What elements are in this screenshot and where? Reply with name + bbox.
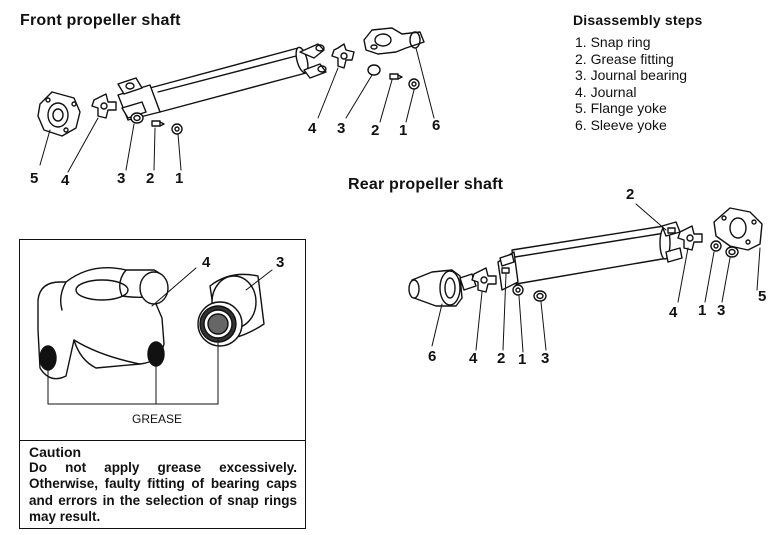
front-journal-right — [331, 43, 355, 69]
step-item: 6. Sleeve yoke — [575, 116, 667, 133]
rear-propeller-shaft-title: Rear propeller shaft — [348, 176, 504, 193]
rear-callout-grease-fitting-front: 2 — [497, 350, 506, 367]
front-callout-journal-bearing-right: 3 — [337, 120, 346, 137]
rear-leader-lines — [431, 203, 761, 353]
front-callout-sleeve-yoke: 6 — [432, 117, 441, 134]
rear-journal-front — [471, 267, 497, 293]
rear-shaft-yokes — [497, 221, 683, 291]
caution-text: Do not apply grease excessively. Otherwi… — [29, 460, 297, 525]
rear-bearing-cap-front — [533, 290, 547, 302]
rear-sleeve-yoke — [408, 269, 477, 307]
detail-callout-journal: 4 — [202, 254, 211, 271]
caution-title: Caution — [29, 444, 82, 460]
rear-snap-ring-front — [512, 284, 524, 296]
front-journal-left — [91, 93, 117, 119]
front-grease-fitting-left — [151, 120, 165, 127]
front-sleeve-yoke — [363, 27, 425, 55]
step-item: 2. Grease fitting — [575, 50, 674, 67]
front-shaft-tube — [149, 46, 309, 113]
front-callout-flange-yoke: 5 — [30, 170, 39, 187]
journal-detail-drawing — [37, 267, 169, 380]
front-callout-grease-fitting-right: 2 — [371, 122, 380, 139]
rear-shaft-tube — [511, 225, 671, 285]
step-item: 5. Flange yoke — [575, 100, 667, 116]
front-callout-snap-ring-right: 1 — [399, 122, 408, 139]
detail-callout-journal-bearing: 3 — [276, 254, 285, 271]
rear-callout-sleeve-yoke: 6 — [428, 348, 437, 365]
front-leader-lines — [39, 47, 435, 173]
front-snap-ring-left — [171, 123, 183, 135]
rear-callout-journal-back: 4 — [669, 304, 678, 321]
front-bearing-cap-right — [367, 64, 381, 76]
step-item: 3. Journal bearing — [575, 67, 688, 83]
front-callout-journal-bearing: 3 — [117, 170, 126, 187]
lubrication-detail-panel: 4 3 GREASE Caution Do not apply grease e… — [19, 239, 306, 529]
front-grease-fitting-right — [389, 73, 403, 80]
disassembly-steps-list: 1. Snap ring 2. Grease fitting 3. Journa… — [575, 34, 687, 133]
front-shaft-rear-yoke — [299, 43, 327, 79]
front-bearing-cap-left — [130, 112, 144, 124]
front-snap-ring-right — [408, 78, 420, 90]
rear-callout-journal-front: 4 — [469, 350, 478, 367]
rear-callout-snap-ring-back: 1 — [698, 302, 707, 319]
rear-journal-back — [677, 225, 703, 251]
disassembly-steps-title: Disassembly steps — [573, 12, 703, 28]
step-item: 4. Journal — [575, 83, 637, 100]
front-callout-journal: 4 — [61, 172, 70, 189]
rear-grease-fitting-front — [501, 267, 510, 274]
caution-divider — [20, 440, 305, 441]
rear-callout-snap-ring-front: 1 — [518, 351, 527, 368]
front-callout-snap-ring: 1 — [175, 170, 184, 187]
rear-callout-grease-fitting-back: 2 — [626, 186, 635, 203]
front-flange-yoke — [37, 91, 81, 137]
rear-callout-journal-bearing-front: 3 — [541, 350, 550, 367]
journal-bearing-detail-drawing — [197, 273, 265, 347]
rear-flange-yoke — [713, 207, 763, 251]
grease-label: GREASE — [132, 412, 183, 426]
rear-callout-journal-bearing-back: 3 — [717, 302, 726, 319]
front-callout-grease-fitting: 2 — [146, 170, 155, 187]
step-item: 1. Snap ring — [575, 34, 651, 50]
detail-leader-lines — [47, 267, 273, 405]
front-callout-journal-right: 4 — [308, 120, 317, 137]
rear-snap-ring-back — [710, 240, 722, 252]
front-propeller-shaft-title: Front propeller shaft — [20, 12, 181, 29]
rear-grease-fitting-back — [667, 227, 676, 234]
rear-callout-flange-yoke: 5 — [758, 288, 767, 305]
rear-bearing-cap-back — [725, 246, 739, 258]
